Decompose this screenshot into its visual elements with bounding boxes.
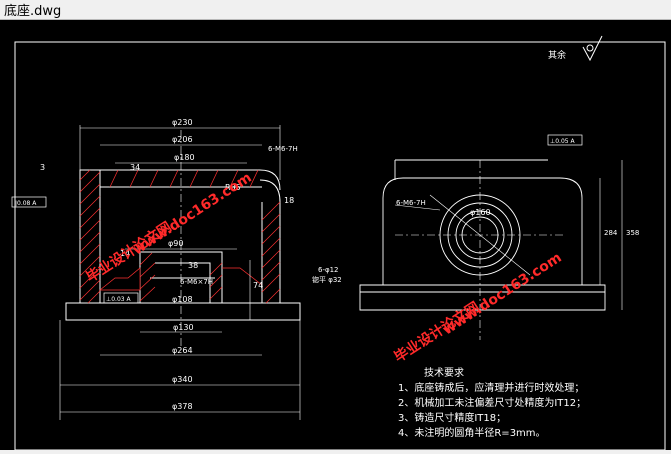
dim-d206: φ206 — [172, 135, 193, 144]
dim-18: 18 — [284, 196, 294, 205]
note-2: 2、机械加工未注偏差尺寸处精度为IT12； — [398, 398, 587, 409]
dim-d130: φ130 — [173, 323, 194, 332]
dim-d378: φ378 — [172, 402, 193, 411]
roughness-symbol — [582, 35, 603, 62]
plan-d160: φ160 — [470, 208, 491, 217]
dim-14: 14 — [120, 249, 130, 258]
dim-74: 74 — [253, 281, 263, 290]
roughness-note: 其余 — [548, 49, 566, 61]
plan-thread: 6-M6-7H — [396, 199, 426, 207]
window-title: 底座.dwg — [4, 4, 62, 19]
tol-frame-lower — [103, 292, 139, 304]
note-1: 1、底座铸成后，应清理并进行时效处理； — [398, 383, 585, 394]
dim-d230: φ230 — [172, 118, 193, 127]
dim-38: 38 — [188, 261, 198, 270]
dim-thread-top: 6-M6-7H — [268, 145, 298, 153]
dim-d264: φ264 — [172, 346, 193, 355]
tol-frame-right — [547, 134, 583, 146]
tol-right: ⊥0.05 A — [550, 138, 575, 145]
dim-d180: φ180 — [174, 153, 195, 162]
note-4: 4、未注明的圆角半径R=3mm。 — [398, 428, 546, 439]
left-dim-lines — [59, 125, 301, 420]
dim-holes: 6-φ12 — [318, 266, 339, 274]
tol-lower: ⊥0.03 A — [106, 296, 131, 303]
title-bar: 底座.dwg — [0, 0, 671, 20]
dim-3: 3 — [40, 163, 45, 172]
plan-view — [359, 159, 606, 311]
tol-left: ∥0.08 A — [14, 200, 37, 207]
tol-frame-left — [11, 196, 47, 208]
technical-notes: 技术要求 1、底座铸成后，应清理并进行时效处理； 2、机械加工未注偏差尺寸处精度… — [398, 366, 586, 441]
drawing-canvas[interactable]: 其余 — [0, 20, 671, 451]
dim-holes-sub: 锪平 φ32 — [312, 275, 342, 284]
dim-d340: φ340 — [172, 375, 193, 384]
dim-r35: R35 — [225, 183, 241, 192]
section-hatch — [79, 169, 281, 304]
plan-284: 284 — [604, 229, 618, 237]
cad-drawing: 其余 — [11, 35, 666, 451]
note-3: 3、铸造尺寸精度IT18； — [398, 413, 507, 424]
plan-358: 358 — [626, 229, 639, 237]
dim-d90: φ90 — [168, 239, 183, 248]
plan-dim-lines — [394, 160, 623, 310]
notes-heading: 技术要求 — [424, 368, 464, 379]
dim-d108: φ108 — [172, 295, 193, 304]
dim-thread-lower: 6-M6×7H — [180, 278, 213, 286]
dim-34: 34 — [130, 163, 140, 172]
